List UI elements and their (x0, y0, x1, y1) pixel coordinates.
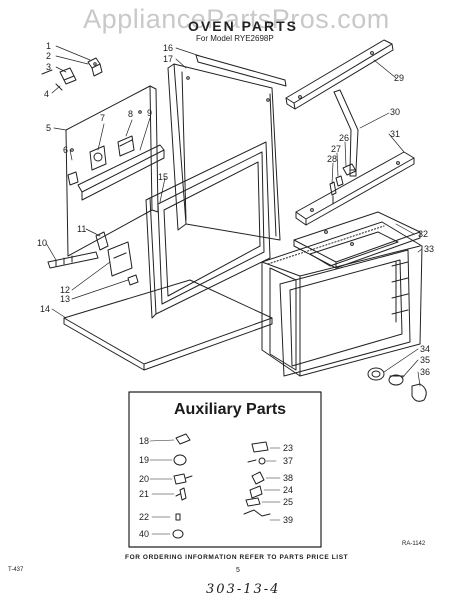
callout-36: 36 (420, 367, 431, 377)
callout-12: 12 (60, 285, 71, 295)
drawing-code: RA-1142 (402, 541, 426, 547)
callout-31: 31 (390, 129, 401, 139)
callout-34: 34 (420, 344, 431, 354)
page-number: 5 (236, 567, 240, 574)
callout-38: 38 (283, 473, 294, 483)
callout-23: 23 (283, 443, 294, 453)
callout-9: 9 (147, 108, 153, 118)
door-frame-part-15 (145, 141, 271, 319)
callout-5: 5 (46, 123, 52, 133)
lamp-parts-34-36 (367, 367, 427, 402)
callout-22: 22 (139, 512, 150, 522)
callout-32: 32 (418, 229, 429, 239)
callout-7: 7 (100, 113, 106, 123)
callout-26: 26 (339, 133, 350, 143)
auxiliary-parts-box (128, 391, 322, 548)
oven-liner-parts-32-33 (261, 211, 423, 377)
callout-33: 33 (424, 244, 435, 254)
watermark: AppliancePartsPros.com (83, 4, 390, 34)
callout-15: 15 (158, 172, 169, 182)
side-frame-parts-16-17 (167, 54, 287, 241)
back-panel-part-5 (65, 85, 165, 257)
hinge-parts-10-13 (47, 231, 139, 286)
left-code: T-437 (8, 567, 24, 573)
callout-17: 17 (163, 54, 174, 64)
rail-part-31 (295, 151, 415, 226)
top-rail-part-29 (285, 39, 394, 110)
callout-28: 28 (327, 154, 338, 164)
callout-29: 29 (394, 73, 405, 83)
callout-21: 21 (139, 489, 150, 499)
callout-13: 13 (60, 294, 71, 304)
handwritten-note: 303-13-4 (206, 582, 281, 597)
callout-19: 19 (139, 455, 150, 465)
callout-10: 10 (37, 238, 48, 248)
callout-39: 39 (283, 515, 294, 525)
leader-lines (45, 45, 423, 387)
callout-1: 1 (46, 41, 52, 51)
callout-8: 8 (128, 109, 134, 119)
floor-panel-part-14 (63, 279, 273, 371)
callout-20: 20 (139, 474, 150, 484)
callout-24: 24 (283, 485, 294, 495)
diagram-title: OVEN PARTS (188, 18, 298, 34)
callout-40: 40 (139, 529, 150, 539)
auxiliary-parts-title: Auxiliary Parts (174, 401, 287, 418)
callout-27: 27 (331, 144, 342, 154)
callout-4: 4 (44, 89, 50, 99)
callout-25: 25 (283, 497, 294, 507)
model-subtitle: For Model RYE2698P (196, 34, 274, 43)
callout-18: 18 (139, 436, 150, 446)
callout-16: 16 (163, 43, 174, 53)
ordering-info-note: FOR ORDERING INFORMATION REFER TO PARTS … (125, 554, 349, 561)
callout-37: 37 (283, 456, 294, 466)
small-parts-1-4 (41, 57, 103, 91)
callout-30: 30 (390, 107, 401, 117)
callout-2: 2 (46, 51, 52, 61)
callout-3: 3 (46, 62, 52, 72)
callout-6: 6 (63, 145, 69, 155)
callout-14: 14 (40, 304, 51, 314)
bracket-parts-26-28 (329, 163, 357, 205)
callout-11: 11 (77, 224, 87, 234)
callout-35: 35 (420, 355, 431, 365)
